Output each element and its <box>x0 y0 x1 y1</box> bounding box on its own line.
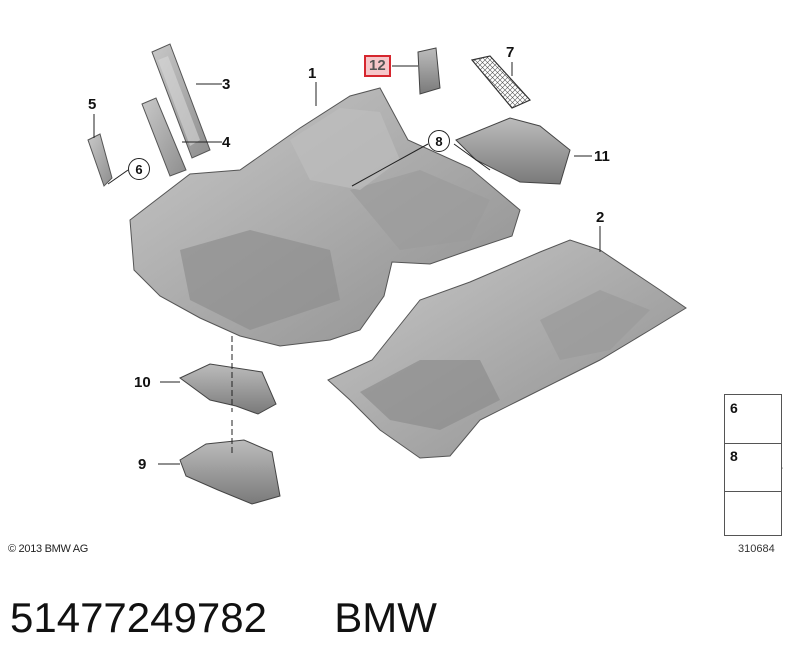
diagram-drawing <box>87 43 783 532</box>
image-number: 310684 <box>738 543 775 555</box>
legend-cell-clip: 8 <box>725 443 781 492</box>
part-5-trim <box>87 133 113 187</box>
part-1-front-carpet <box>129 87 521 347</box>
legend-cell-nut: 6 <box>725 395 781 444</box>
part-3-sill-cover <box>151 43 211 159</box>
part-4-sill-cover <box>141 97 187 177</box>
callout-10: 10 <box>134 374 151 391</box>
callout-5: 5 <box>88 96 97 113</box>
legend-box: 6 8 <box>724 394 782 536</box>
callout-2: 2 <box>596 209 605 226</box>
callout-7: 7 <box>506 44 515 61</box>
part-caption: 51477249782 BMW <box>10 594 437 642</box>
callout-6-circle: 6 <box>128 158 150 180</box>
copyright-text: © 2013 BMW AG <box>8 543 89 555</box>
part-7-net <box>470 55 532 109</box>
callout-11: 11 <box>594 148 610 165</box>
parts-diagram: 3 4 5 6 1 12 7 8 11 2 10 9 6 8 © 2013 BM… <box>8 43 783 555</box>
legend-label-6: 6 <box>730 400 738 416</box>
part-9-pad <box>179 439 281 505</box>
callout-12-highlighted: 12 <box>364 55 391 77</box>
leader-lines <box>93 62 601 465</box>
part-11-mat <box>455 117 571 185</box>
brand-name: BMW <box>334 594 437 641</box>
callout-9: 9 <box>138 456 147 473</box>
callout-3: 3 <box>222 76 231 93</box>
callout-4: 4 <box>222 134 231 151</box>
callout-1: 1 <box>308 65 317 82</box>
callout-8-circle: 8 <box>428 130 450 152</box>
part-12-pad <box>417 47 441 95</box>
part-10-pad <box>179 363 277 415</box>
part-number: 51477249782 <box>10 594 267 641</box>
legend-label-8: 8 <box>730 448 738 464</box>
part-2-rear-carpet <box>327 239 687 459</box>
